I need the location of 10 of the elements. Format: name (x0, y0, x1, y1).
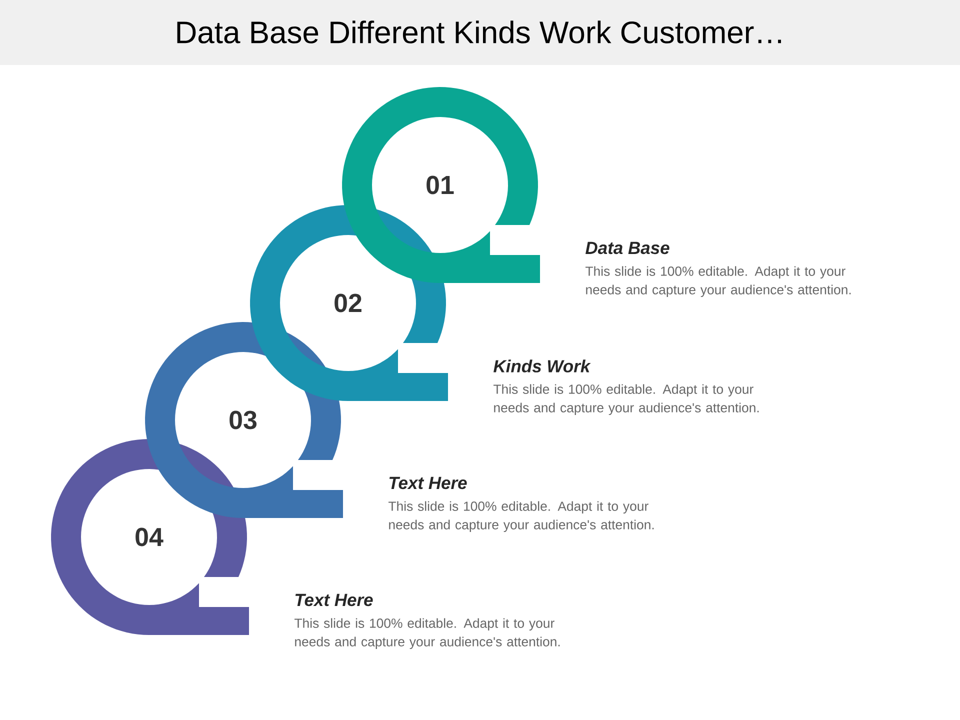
step-description: This slide is 100% editable. Adapt it to your needs and capture your audience's attention. (494, 384, 759, 416)
step-heading: Text Here (295, 594, 373, 606)
step-heading: Kinds Work (494, 360, 591, 372)
ring-badge: 01 (342, 87, 540, 283)
step-description: This slide is 100% editable. Adapt it to your needs and capture your audience's attention. (586, 266, 851, 298)
step-heading: Text Here (389, 476, 467, 490)
title-bar: Data Base Different Kinds Work Customer… (0, 0, 960, 65)
step-description: This slide is 100% editable. Adapt it to your needs and capture your audience's attention. (294, 618, 560, 650)
step-description: This slide is 100% editable. Adapt it to your needs and capture your audience's attention. (388, 501, 654, 532)
step-heading: Data Base (586, 242, 670, 254)
